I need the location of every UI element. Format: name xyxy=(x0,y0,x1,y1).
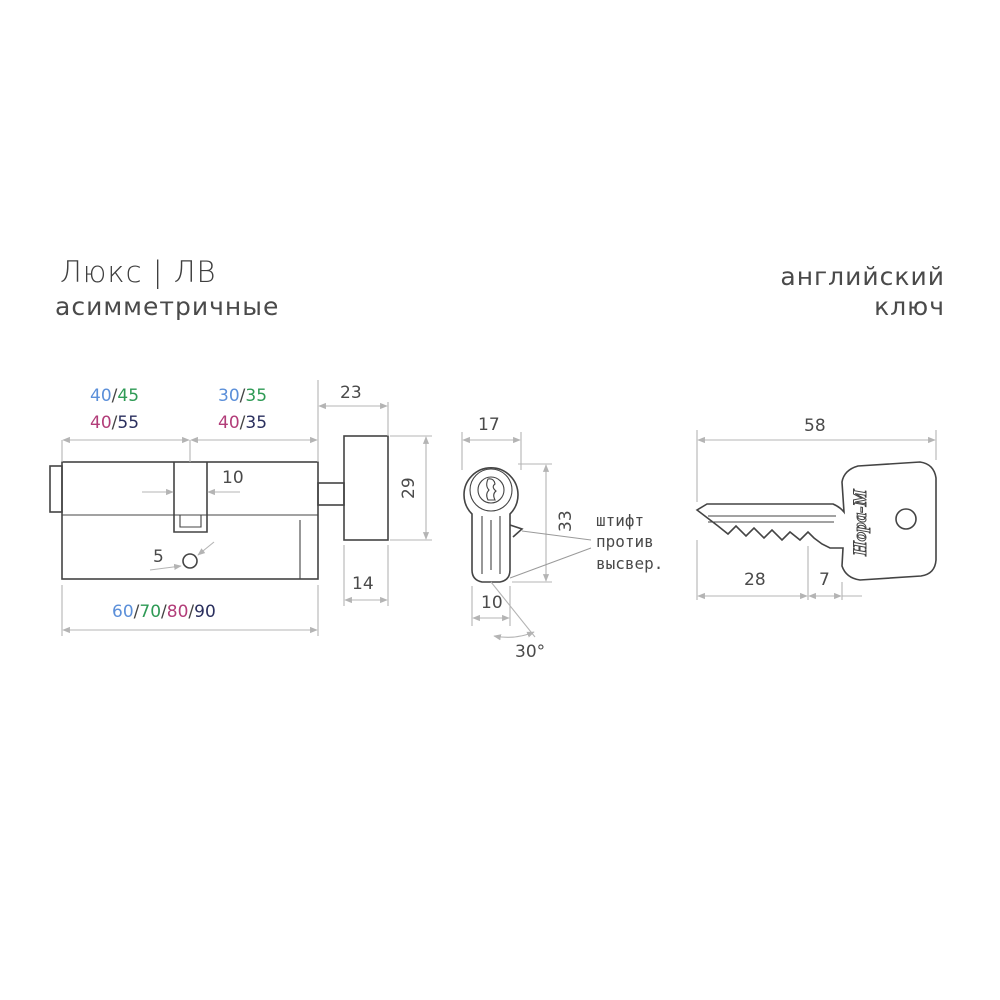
dim-left-top-a: 40 xyxy=(90,386,112,406)
angle-arc xyxy=(493,631,535,641)
pin-label-line1: штифт xyxy=(596,511,644,530)
anti-drill-pin xyxy=(509,524,524,538)
dim-left-top-b: 45 xyxy=(117,386,139,406)
pin-label-leader xyxy=(521,530,592,541)
dim-right-bottom-a: 40 xyxy=(218,413,240,433)
key-title-line2: ключ xyxy=(874,292,945,321)
cylinder-body xyxy=(61,461,319,580)
dim-left-bottom-a: 40 xyxy=(90,413,112,433)
fixing-hole xyxy=(182,553,198,569)
svg-text:40/45: 40/45 xyxy=(90,386,139,406)
dim-knob-width-text: 14 xyxy=(352,574,374,594)
profile-keyway xyxy=(486,478,497,501)
dim-key-length-text: 58 xyxy=(804,416,826,436)
dim-knob-height-text: 29 xyxy=(399,477,419,499)
svg-text:40/35: 40/35 xyxy=(218,413,267,433)
dim-profile-height-text: 33 xyxy=(556,510,576,532)
dim-left-bottom-b: 55 xyxy=(117,413,139,433)
key-brand-mark: Нора-М xyxy=(850,488,871,557)
dim-total-a: 60 xyxy=(112,602,134,622)
cylinder-side-view: 40/45 40/55 30/35 40/35 10 5 23 29 14 60… xyxy=(49,380,432,636)
dim-total-b: 70 xyxy=(139,602,161,622)
dim-total-c: 80 xyxy=(167,602,189,622)
key-title-line1: английский xyxy=(780,262,945,291)
dim-pin-leader xyxy=(149,563,182,571)
dim-profile-top-text: 17 xyxy=(478,415,500,435)
cam-slot-inner xyxy=(179,515,202,528)
profile-outline xyxy=(463,467,519,583)
dim-pin-size: 5 xyxy=(153,547,164,567)
dim-profile-bottom-text: 10 xyxy=(481,593,503,613)
dim-angle-text: 30° xyxy=(515,642,545,662)
page-title: Люкс | ЛВ xyxy=(60,255,217,289)
pin-label-line3: высвер. xyxy=(596,554,663,573)
cylinder-tail xyxy=(49,465,63,513)
cam-slot xyxy=(173,462,208,533)
page-subtitle: асимметричные xyxy=(55,292,280,321)
cylinder-profile-view: 17 33 10 30° штифт против высвер. xyxy=(461,415,663,662)
key-outline xyxy=(695,461,937,581)
dim-total-d: 90 xyxy=(194,602,216,622)
knob-shaft xyxy=(317,482,345,506)
svg-text:60/70/80/90: 60/70/80/90 xyxy=(112,602,216,622)
pin-label-line2: против xyxy=(596,532,654,551)
svg-text:40/55: 40/55 xyxy=(90,413,139,433)
dim-right-bottom-b: 35 xyxy=(245,413,267,433)
dim-right-top-b: 35 xyxy=(245,386,267,406)
profile-plug xyxy=(469,468,513,512)
thumb-knob xyxy=(343,435,389,541)
dim-cam-width: 10 xyxy=(222,468,244,488)
dim-key-shoulder-text: 7 xyxy=(819,570,830,590)
svg-text:30/35: 30/35 xyxy=(218,386,267,406)
key-view: Нора-М 58 28 7 xyxy=(695,416,937,600)
dim-pin-leader-2 xyxy=(197,541,215,556)
dim-knob-offset-text: 23 xyxy=(340,383,362,403)
dim-right-top-a: 30 xyxy=(218,386,240,406)
key-bow-hole xyxy=(895,508,917,530)
profile-core xyxy=(477,476,505,504)
dim-key-blade-text: 28 xyxy=(744,570,766,590)
